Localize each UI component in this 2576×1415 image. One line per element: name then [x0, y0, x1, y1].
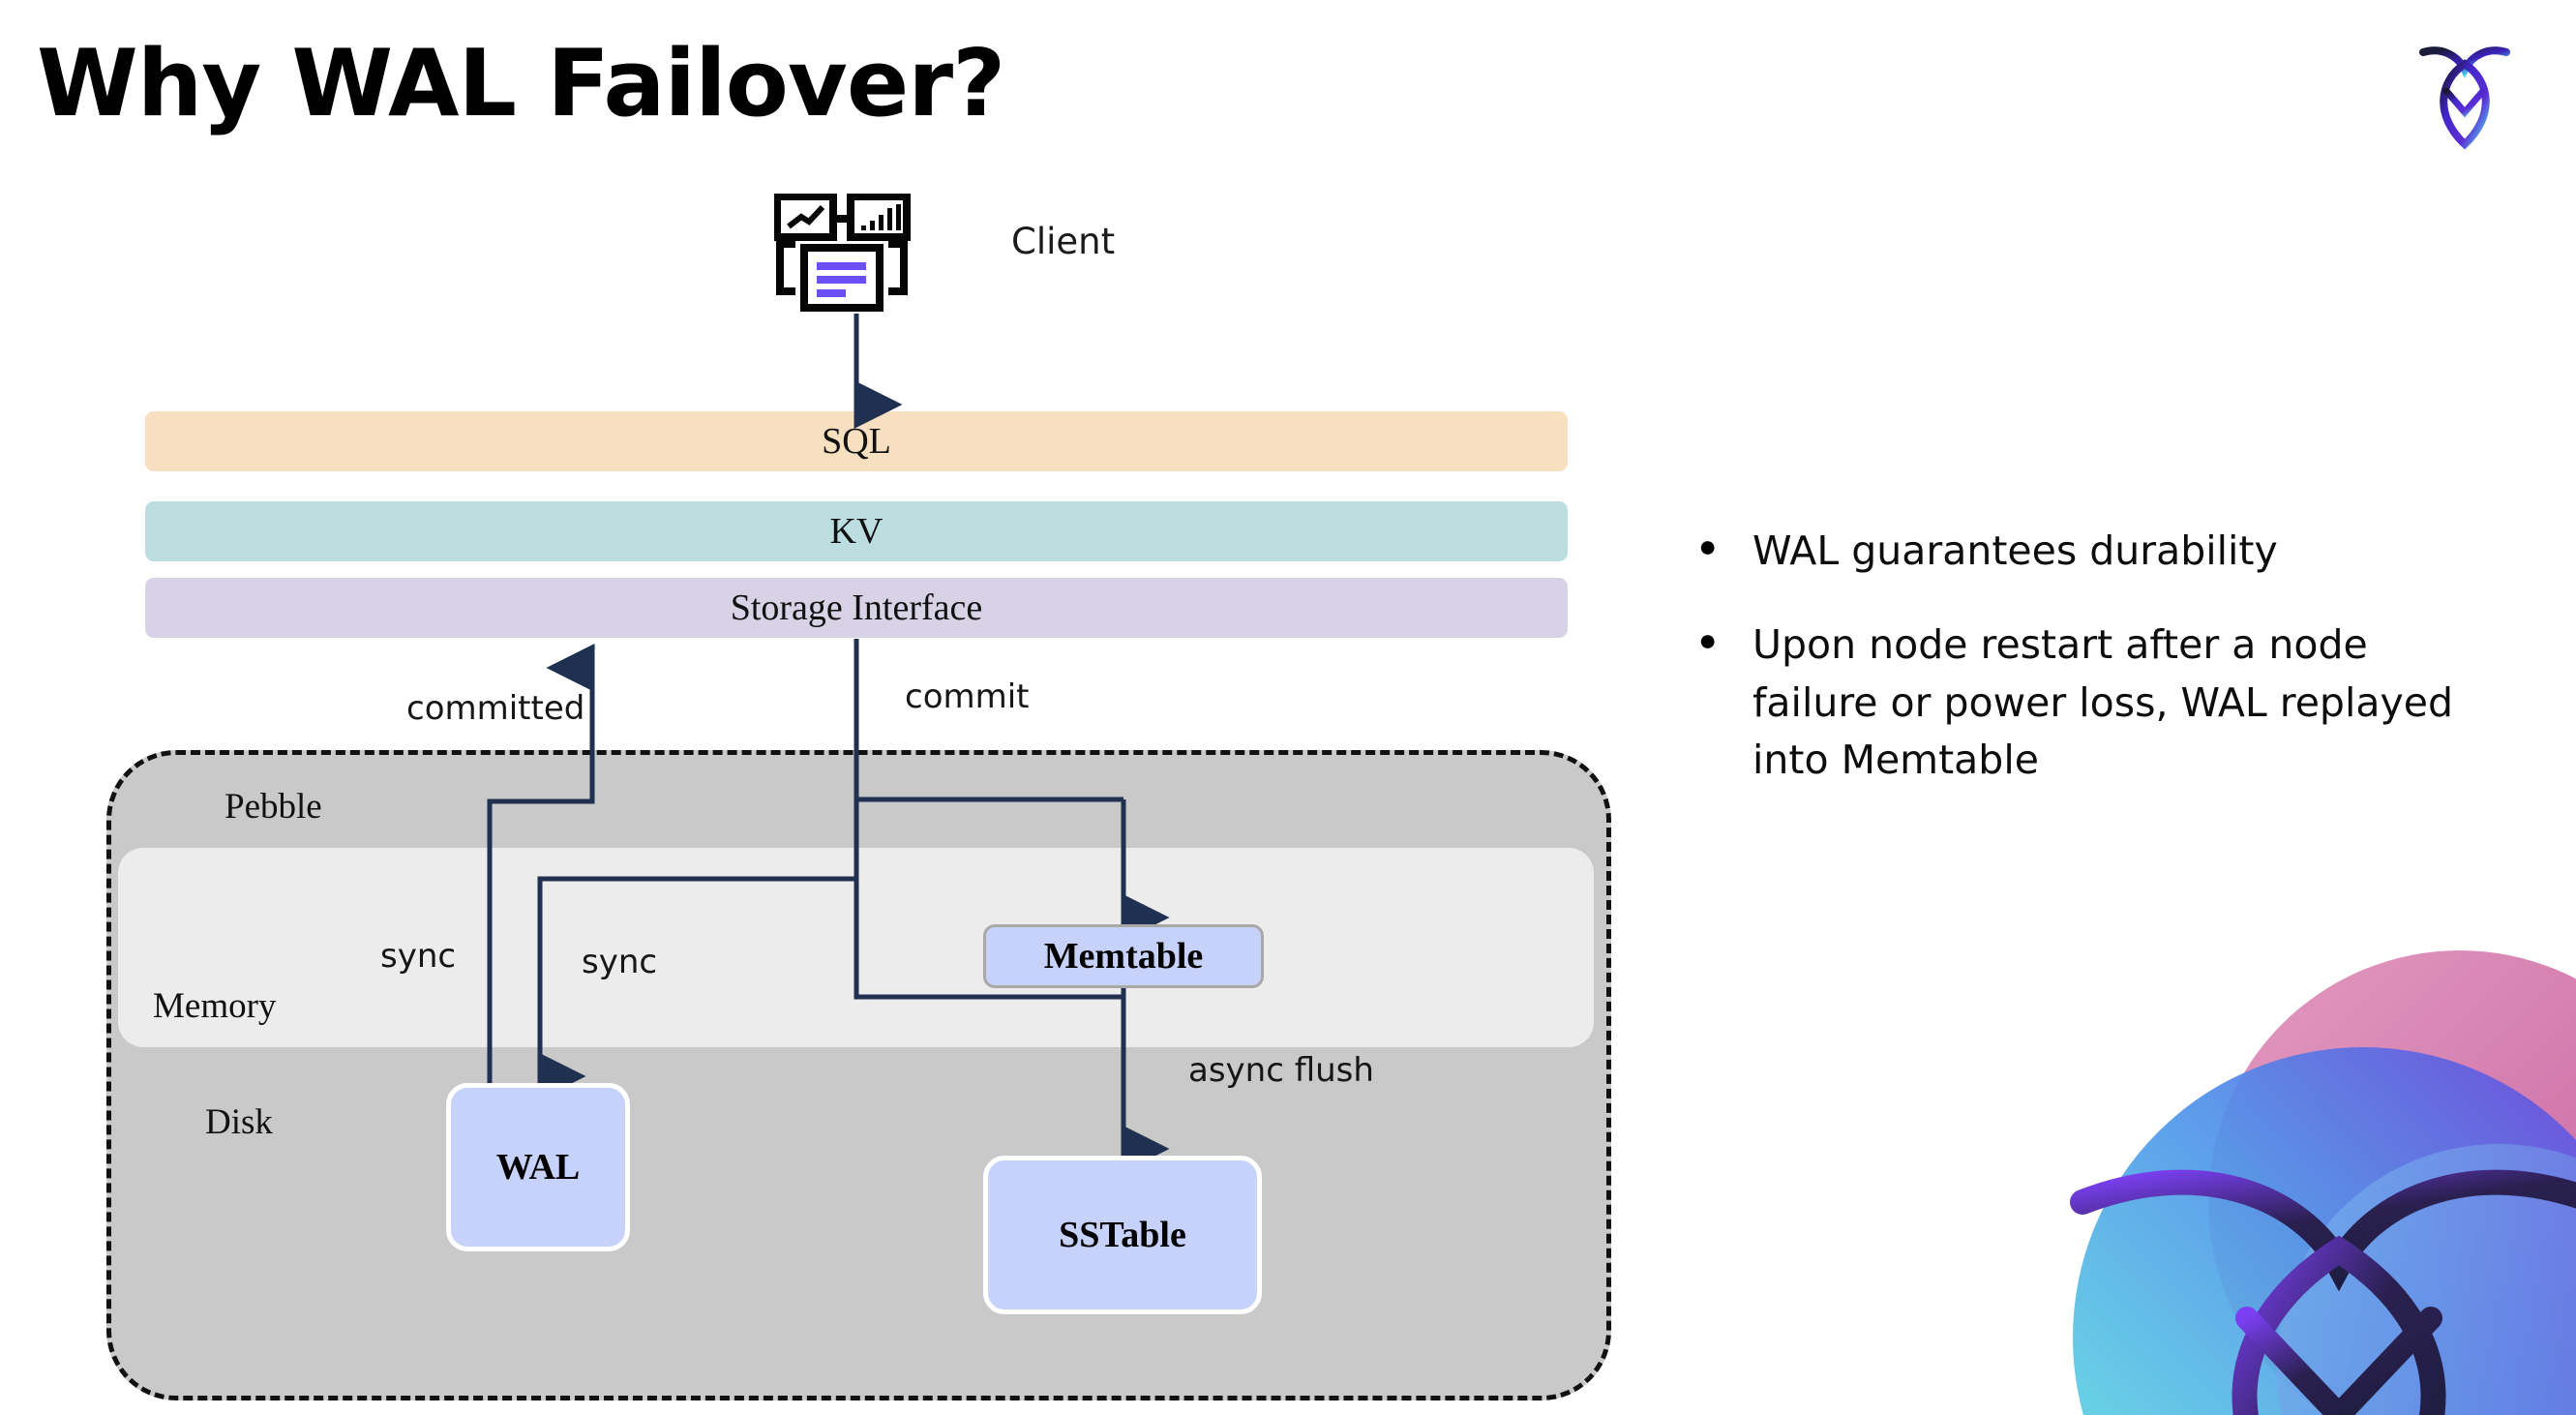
disk-label: Disk — [205, 1102, 273, 1142]
bullet-list: ● WAL guarantees durability ● Upon node … — [1698, 523, 2482, 827]
node-memtable[interactable]: Memtable — [983, 924, 1264, 988]
edge-label-sync-2: sync — [582, 943, 658, 981]
node-sstable[interactable]: SSTable — [983, 1156, 1262, 1314]
edge-label-async-flush: async flush — [1188, 1051, 1374, 1090]
bullet-marker: ● — [1698, 622, 1718, 658]
layer-bar-sql: SQL — [145, 411, 1568, 471]
cockroach-labs-logo — [2411, 35, 2518, 151]
client-label: Client — [1011, 221, 1116, 262]
list-item: ● WAL guarantees durability — [1698, 523, 2482, 580]
bullet-text: WAL guarantees durability — [1752, 527, 2278, 574]
edge-label-committed: committed — [406, 689, 585, 728]
layer-bar-storage-interface: Storage Interface — [145, 578, 1568, 638]
node-label-memtable: Memtable — [1043, 936, 1204, 977]
layer-bar-kv: KV — [145, 501, 1568, 561]
bullet-marker: ● — [1698, 528, 1718, 563]
pebble-label: Pebble — [225, 787, 322, 827]
layer-label-storage-interface: Storage Interface — [730, 587, 983, 628]
list-item: ● Upon node restart after a node failure… — [1698, 617, 2482, 789]
layer-label-sql: SQL — [822, 421, 891, 462]
node-wal[interactable]: WAL — [446, 1083, 630, 1251]
client-dashboard-icon — [773, 193, 929, 315]
node-label-sstable: SSTable — [1059, 1215, 1186, 1255]
decorative-watermark — [1957, 912, 2576, 1415]
edge-label-commit: commit — [905, 677, 1030, 716]
bullet-text: Upon node restart after a node failure o… — [1752, 621, 2453, 784]
node-label-wal: WAL — [495, 1147, 581, 1188]
edge-label-sync-1: sync — [380, 937, 457, 976]
memory-region — [118, 848, 1594, 1047]
page-title: Why WAL Failover? — [37, 31, 1005, 137]
layer-label-kv: KV — [829, 511, 884, 552]
memory-label: Memory — [153, 986, 277, 1026]
